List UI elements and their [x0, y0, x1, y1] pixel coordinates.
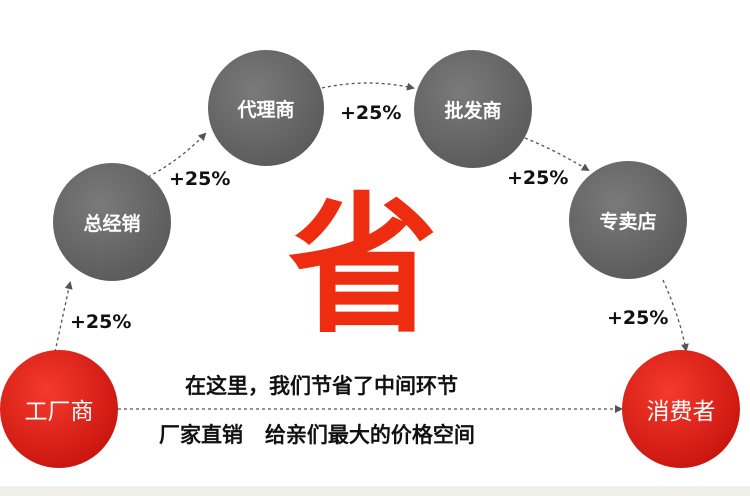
markup-store-to-consumer: +25%: [607, 307, 669, 329]
markup-factory-to-general: +25%: [70, 311, 132, 333]
markup-agent-to-wholesaler: +25%: [340, 102, 402, 124]
node-factory-circle: [0, 350, 118, 468]
markup-wholesaler-to-store: +25%: [507, 167, 569, 189]
node-consumer-circle: [622, 350, 740, 468]
node-wholesaler-circle: [414, 50, 532, 168]
arrow-agent-to-wholesaler: [321, 82, 415, 91]
slogan-line-2: 厂家直销 给亲们最大的价格空间: [159, 423, 475, 447]
arrow-factory-to-general: [54, 281, 73, 353]
node-general-distributor-circle: [53, 163, 171, 281]
node-wholesaler-label: 批发商: [444, 99, 502, 122]
arrow-general-to-agent: [147, 132, 207, 178]
save-character: 省: [287, 180, 438, 354]
node-general-distributor-label: 总经销: [83, 212, 141, 235]
node-consumer-label: 消费者: [646, 399, 716, 425]
node-factory-label: 工厂商: [24, 399, 94, 425]
node-specialty-store-label: 专卖店: [599, 210, 657, 233]
arrow-wholesaler-to-store: [524, 137, 590, 172]
node-specialty-store-circle: [569, 161, 687, 279]
footer-strip: [0, 486, 750, 496]
slogan-line-1: 在这里，我们节省了中间环节: [185, 374, 458, 398]
arrow-store-to-consumer: [662, 279, 689, 352]
node-agent-circle: [208, 50, 324, 166]
markup-general-to-agent: +25%: [169, 168, 231, 190]
node-agent-label: 代理商: [237, 98, 295, 121]
